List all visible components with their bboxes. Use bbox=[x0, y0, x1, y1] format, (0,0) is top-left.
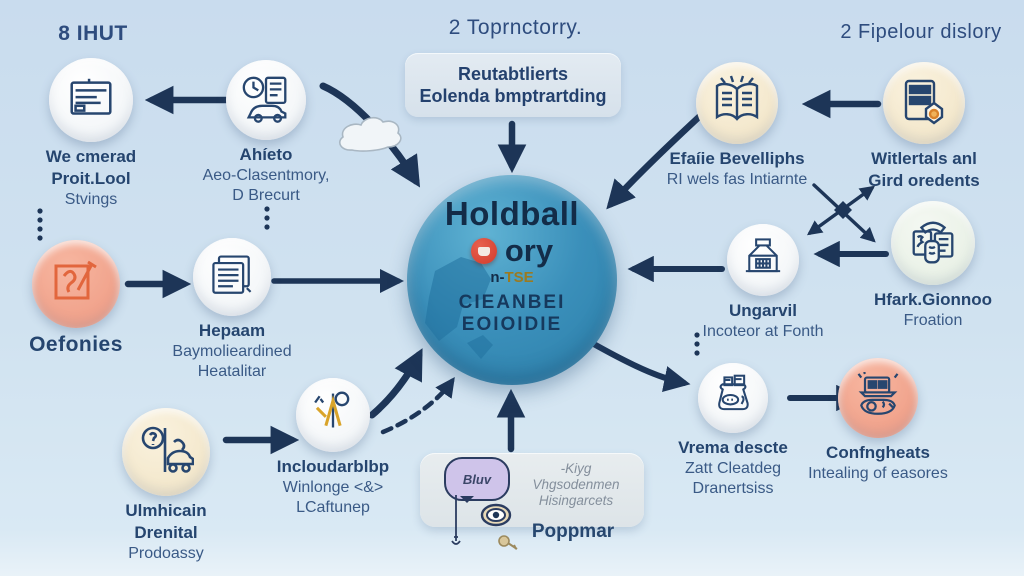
center-line3a: n- bbox=[490, 269, 505, 286]
top-info-line2: Eolenda bmptrartding bbox=[419, 86, 607, 106]
node-label-line: Stvings bbox=[64, 190, 118, 208]
node-label-line: Incoteor at Fonth bbox=[702, 322, 824, 340]
note-line: Vhgsodenmen bbox=[532, 477, 620, 493]
node-label-line: LCaftunep bbox=[296, 499, 370, 517]
node-label-line: Ungarvil bbox=[728, 301, 798, 320]
node-label-line: We cmerad bbox=[45, 147, 137, 166]
clock-car-document-icon bbox=[242, 76, 287, 123]
note-line: -Kiyg bbox=[560, 461, 592, 476]
open-book-icon bbox=[715, 75, 759, 121]
node-label-line: D Brecurt bbox=[232, 187, 300, 205]
node-label-line: Hepaam bbox=[198, 321, 266, 340]
node-label-line: Efaíie Bevelliphs bbox=[669, 149, 805, 168]
center-line4: CIEANBEI bbox=[458, 292, 566, 313]
red-pin-icon bbox=[470, 238, 497, 264]
compass-plant-icon bbox=[314, 391, 350, 428]
center-line5: EOIOIDIE bbox=[461, 314, 563, 335]
speech-bubble-icon: Bluv bbox=[444, 457, 510, 503]
machine-press-icon bbox=[745, 238, 781, 273]
center-title: Holdball bbox=[444, 195, 580, 232]
node-label-line: Prodoassy bbox=[128, 544, 204, 562]
speech-bubble-text: Bluv bbox=[462, 471, 492, 487]
laptop-bowl-icon bbox=[857, 372, 899, 415]
phone-documents-icon bbox=[912, 221, 954, 264]
node-label-line: Vrema descte bbox=[678, 438, 788, 457]
note-line: Hisingarcets bbox=[538, 493, 614, 509]
node-label-line: Zatt Cleatdeg bbox=[684, 459, 782, 477]
magnifier-car-icon bbox=[141, 426, 194, 473]
node-label-line: Drenital bbox=[134, 522, 198, 542]
heading-top-right: 2 Fipelour dislory bbox=[840, 21, 1002, 43]
handwritten-note: -Kiyg Vhgsodenmen Hisingarcets bbox=[516, 461, 636, 510]
node-label-line: Dranertsiss bbox=[692, 480, 774, 498]
center-line2: ory bbox=[504, 233, 554, 268]
node-label-line: Witlertals anl bbox=[871, 149, 977, 168]
node-label-line: Incloudarblbp bbox=[276, 457, 390, 476]
node-label-line: Confngheats bbox=[826, 443, 930, 462]
node-label-line: Winlonge <&> bbox=[282, 478, 384, 496]
heading-top-left: 8 IHUT bbox=[58, 22, 128, 45]
node-label-line: Gird oredents bbox=[868, 170, 980, 190]
heading-top-center: 2 Toprnctorry. bbox=[448, 16, 583, 39]
node-label-line: Oefonies bbox=[29, 333, 123, 356]
map-silhouette-icon bbox=[425, 257, 493, 359]
bag-jars-icon bbox=[718, 374, 749, 411]
node-label-line: Proit.Lool bbox=[51, 168, 131, 188]
center-line3b: TSE bbox=[504, 269, 534, 286]
clipboard-badge-icon bbox=[904, 79, 944, 125]
center-topic-bubble: Holdball ory n-TSE CIEANBEI EOIOIDIE bbox=[407, 175, 617, 385]
node-oefonies: Oefonies bbox=[0, 240, 164, 359]
top-info-line1: Reutabtlierts bbox=[457, 63, 569, 84]
node-label-line: RI wels fas Intiarnte bbox=[666, 170, 808, 188]
node-label-line: Ahíeto bbox=[239, 145, 293, 164]
node-label-line: Ulmhicain bbox=[125, 501, 207, 520]
node-label-line: Baymolieardined bbox=[172, 342, 292, 360]
node-label-line: Aeo-Clasentmory, bbox=[202, 166, 330, 184]
node-label-line: Hfark.Gionnoo bbox=[873, 290, 993, 309]
node-label-line: Intealing of easores bbox=[808, 464, 948, 482]
top-info-box: Reutabtlierts Eolenda bmptrartding bbox=[405, 53, 621, 117]
document-list-icon bbox=[212, 255, 252, 294]
bottom-annotation-box: Bluv -Kiyg Vhgsodenmen Hisingarcets bbox=[420, 453, 644, 550]
monitor-document-icon bbox=[70, 78, 112, 115]
node-label-line: Froation bbox=[903, 311, 963, 329]
node-label-line: Heatalitar bbox=[197, 363, 267, 381]
eye-key-doodle-icon bbox=[451, 495, 518, 550]
node-efaie: Efaíie Bevelliphs RI wels fas Intiarnte bbox=[626, 62, 848, 190]
bottom-caption: Poppmar bbox=[531, 521, 615, 542]
tool-square-icon bbox=[54, 260, 97, 300]
